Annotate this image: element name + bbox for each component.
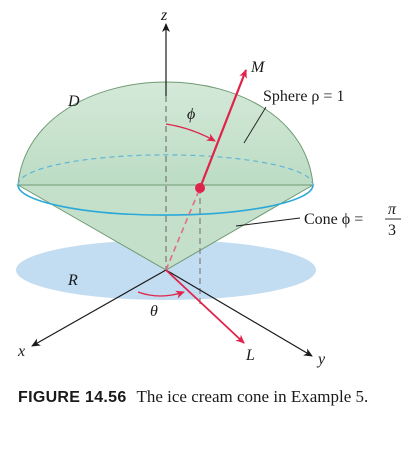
r-label: R xyxy=(67,272,78,289)
y-axis xyxy=(165,269,313,357)
cone-three: 3 xyxy=(388,222,396,239)
ice-cream-cone-diagram: z M D ϕ Sphere ρ = 1 Cone ϕ = π 3 R θ x … xyxy=(16,7,401,368)
y-axis-label: y xyxy=(316,351,326,368)
figure-number: FIGURE 14.56 xyxy=(18,389,127,406)
phi-label: ϕ xyxy=(187,106,195,123)
figure-caption: FIGURE 14.56 The ice cream cone in Examp… xyxy=(18,384,408,411)
d-label: D xyxy=(67,93,80,110)
caption-text: The ice cream cone in Example 5. xyxy=(136,387,369,406)
cone-label: Cone ϕ = xyxy=(304,211,363,228)
sphere-leader xyxy=(243,106,267,144)
sphere-label: Sphere ρ = 1 xyxy=(263,88,344,105)
cone-pi: π xyxy=(388,201,397,218)
cone-leader xyxy=(235,217,301,227)
ray-m xyxy=(198,69,248,189)
l-label: L xyxy=(245,347,255,364)
theta-label: θ xyxy=(150,303,158,320)
rim-back xyxy=(17,154,314,186)
z-axis-label: z xyxy=(160,7,168,24)
ray-m-hidden xyxy=(165,187,201,271)
rim-front xyxy=(17,184,314,216)
theta-angle-arc xyxy=(137,290,185,299)
point-marker xyxy=(195,183,205,193)
phi-angle-arc xyxy=(165,123,216,142)
x-axis xyxy=(31,269,167,347)
ray-l xyxy=(165,269,245,344)
x-axis-label: x xyxy=(17,343,25,360)
m-label: M xyxy=(250,59,266,76)
